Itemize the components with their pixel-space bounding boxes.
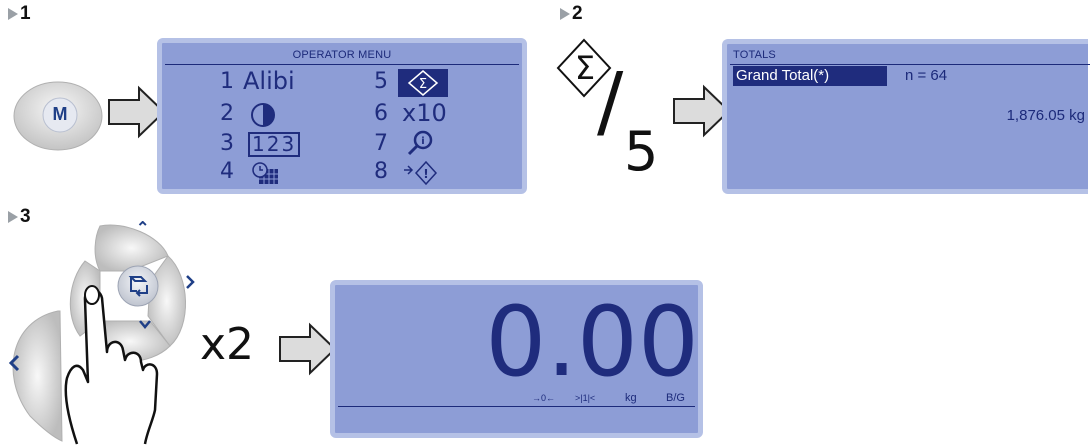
operator-menu-display: OPERATOR MENU 1 Alibi 2 3 123 4 5 Σ 6 x1…: [157, 38, 527, 194]
menu-item-4-number: 4: [220, 159, 234, 184]
contrast-icon[interactable]: [250, 102, 276, 128]
menu-item-1-number: 1: [220, 69, 234, 94]
menu-item-6-number: 6: [374, 101, 388, 126]
grand-total-selected-item[interactable]: Grand Total(*): [733, 66, 887, 86]
menu-number-5: 5: [624, 120, 659, 183]
weight-divider: [338, 406, 695, 407]
enter-key-icon[interactable]: [125, 273, 153, 299]
gross-net-indicator: B/G: [666, 392, 685, 404]
step-1-number: 1: [20, 3, 31, 24]
left-arrow-key[interactable]: [8, 354, 22, 372]
menu-item-alibi[interactable]: Alibi: [243, 67, 295, 95]
info-magnifier-icon[interactable]: i: [405, 129, 435, 157]
counter-123-icon[interactable]: 123: [248, 132, 301, 157]
svg-text:!: !: [423, 167, 428, 181]
arrow-right-icon: [673, 84, 731, 138]
step-2-marker: 2: [560, 3, 583, 25]
weight-value: 0.00: [485, 286, 699, 398]
menu-title: OPERATOR MENU: [292, 49, 392, 61]
center-of-zero-indicator: →0←: [532, 393, 556, 403]
arrow-right-icon: [108, 85, 166, 139]
menu-item-totals-selected[interactable]: Σ: [398, 69, 448, 97]
title-divider: [165, 64, 519, 65]
menu-item-5-number: 5: [374, 69, 388, 94]
step-3-number: 3: [20, 206, 31, 227]
totals-count: n = 64: [905, 67, 948, 84]
right-arrow-key[interactable]: [184, 274, 196, 290]
menu-item-3-number: 3: [220, 131, 234, 156]
arrow-right-icon: [279, 322, 337, 376]
m-key-button[interactable]: M: [12, 80, 104, 152]
menu-item-7-number: 7: [374, 131, 388, 156]
pointing-hand-icon: [64, 285, 159, 445]
svg-text:Σ: Σ: [419, 77, 427, 92]
menu-item-2-number: 2: [220, 101, 234, 126]
slash-separator: /: [597, 57, 624, 147]
alarm-diamond-icon[interactable]: !: [402, 160, 442, 186]
down-arrow-key[interactable]: [138, 318, 152, 330]
weight-display: 0.00 →0← >|1|< kg B/G: [330, 280, 703, 438]
totals-sigma-key-icon: Σ: [556, 38, 612, 98]
m-key-graphic: [13, 81, 103, 151]
sigma-symbol: Σ: [575, 49, 595, 87]
unit-indicator: kg: [625, 392, 637, 404]
time-date-icon[interactable]: [250, 161, 280, 187]
press-twice-label: x2: [200, 319, 255, 370]
step-3-marker: 3: [8, 206, 31, 228]
totals-weight-value: 1,876.05 kg: [1006, 107, 1085, 124]
step-1-marker: 1: [8, 3, 31, 25]
svg-text:i: i: [421, 136, 424, 147]
up-arrow-key[interactable]: ⌃: [136, 220, 150, 237]
step-2-number: 2: [572, 3, 583, 24]
totals-sigma-icon: Σ: [407, 70, 439, 96]
totals-divider: [730, 64, 1090, 65]
stability-indicator: >|1|<: [575, 393, 596, 403]
m-key-label: M: [52, 104, 68, 124]
totals-display: TOTALS Grand Total(*) n = 64 1,876.05 kg: [722, 39, 1090, 194]
menu-item-x10[interactable]: x10: [402, 99, 447, 127]
menu-item-8-number: 8: [374, 159, 388, 184]
totals-title: TOTALS: [733, 49, 776, 61]
